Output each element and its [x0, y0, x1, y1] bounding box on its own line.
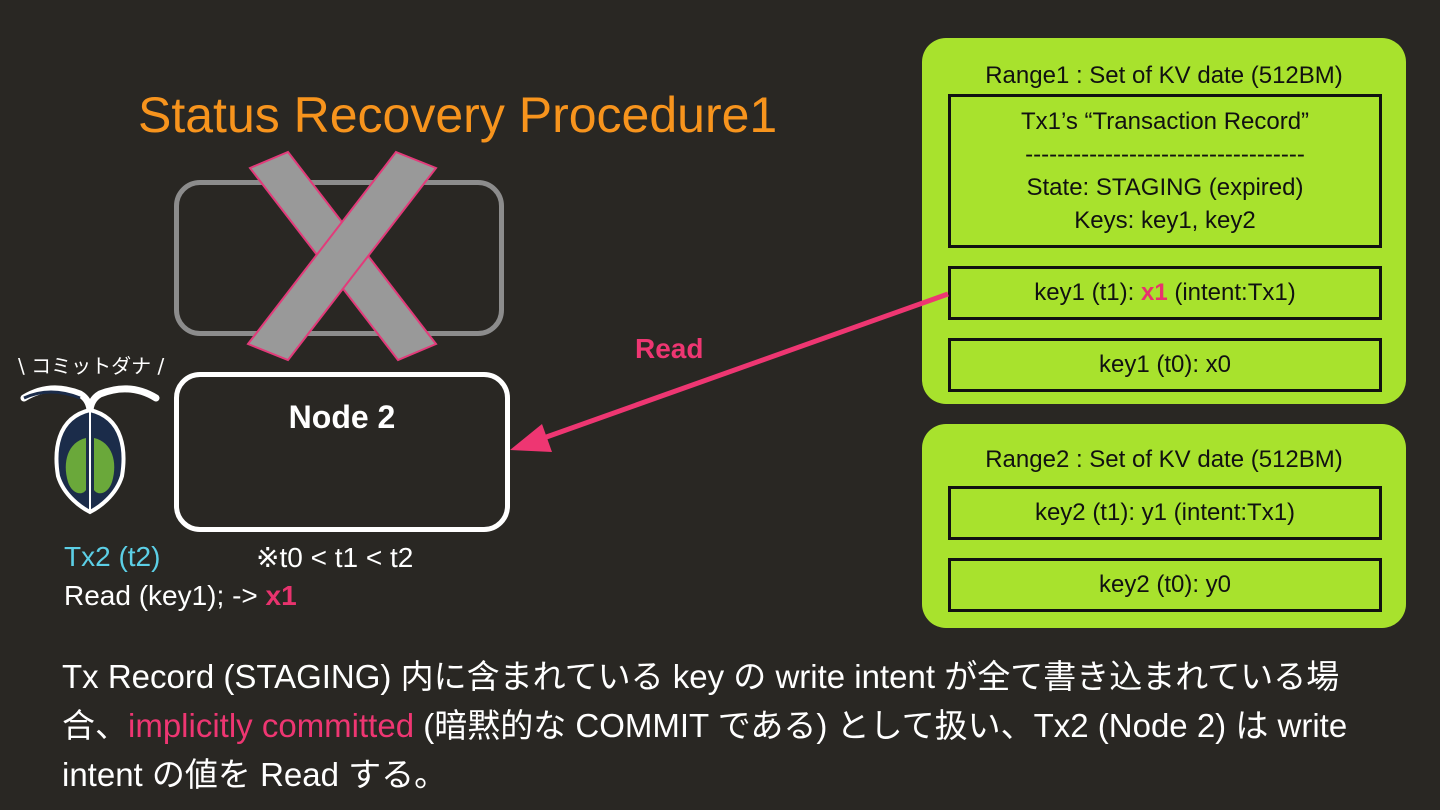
timestamp-order-note: ※t0 < t1 < t2: [256, 542, 414, 573]
node2-box: Node 2: [174, 372, 510, 532]
range1-title: Range1 : Set of KV date (512BM): [985, 62, 1343, 89]
range1-kv-key1-t0: key1 (t0): x0: [948, 338, 1382, 392]
explanation-paragraph: Tx Record (STAGING) 内に含まれている key の write…: [62, 652, 1402, 799]
range2-kv-key2-t0: key2 (t0): y0: [948, 558, 1382, 612]
explanation-part1: Tx Record (STAGING) 内に含まれている key の write…: [62, 658, 1340, 744]
range1-box: Range1 : Set of KV date (512BM) Tx1’s “T…: [922, 38, 1406, 404]
failure-cross-icon: [246, 150, 438, 362]
range1-kv-key1-t1: key1 (t1): x1 (intent:Tx1): [948, 266, 1382, 320]
read-call-line: Read (key1); -> x1: [64, 580, 297, 612]
kv-key1-t1-suffix: (intent:Tx1): [1167, 279, 1296, 306]
read-call-result: x1: [265, 580, 297, 611]
explanation-part2: (暗黙的な COMMIT である) として扱い、Tx2 (Node 2) は w…: [62, 707, 1348, 793]
firefly-mascot-icon: [20, 385, 160, 515]
explanation-highlight: implicitly committed: [128, 707, 415, 744]
transaction-record-box: Tx1’s “Transaction Record” -------------…: [948, 94, 1382, 248]
read-edge-label: Read: [635, 333, 704, 364]
page-title: Status Recovery Procedure1: [138, 87, 778, 143]
range2-kv-key2-t1: key2 (t1): y1 (intent:Tx1): [948, 486, 1382, 540]
node1-box: [174, 180, 504, 336]
read-call-prefix: Read (key1); ->: [64, 580, 266, 611]
kv-key1-t1-value: x1: [1140, 279, 1168, 306]
record-divider: -----------------------------------: [1025, 141, 1305, 168]
record-heading: Tx1’s “Transaction Record”: [1020, 108, 1310, 135]
range2-title: Range2 : Set of KV date (512BM): [985, 446, 1343, 473]
range2-box: Range2 : Set of KV date (512BM) key2 (t1…: [922, 424, 1406, 628]
node2-label: Node 2: [288, 399, 396, 435]
tx2-label: Tx2 (t2): [64, 541, 161, 572]
mascot-caption: \ コミットダナ /: [18, 354, 165, 378]
record-keys: Keys: key1, key2: [1074, 207, 1256, 234]
record-state: State: STAGING (expired): [1026, 174, 1304, 201]
kv-key1-t1-prefix: key1 (t1):: [1034, 279, 1141, 306]
